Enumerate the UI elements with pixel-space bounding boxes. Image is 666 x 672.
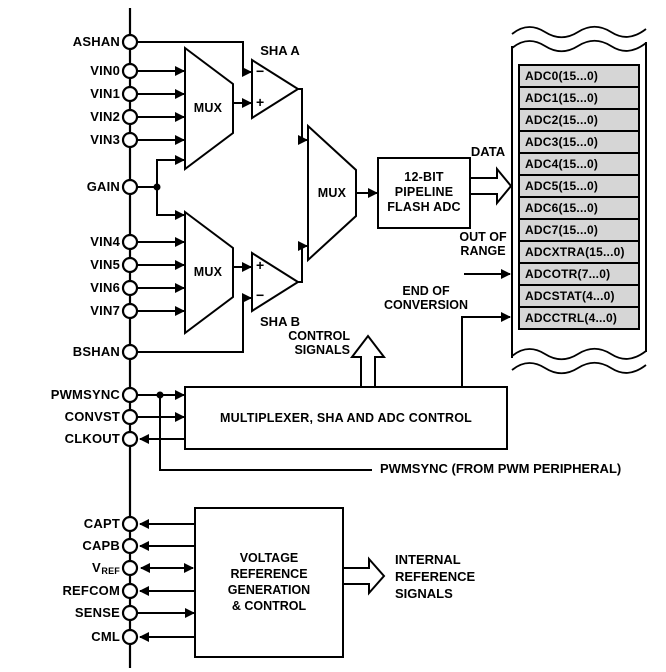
pwmsync-junction-dot <box>156 391 164 399</box>
data-bus-arrow <box>469 166 513 206</box>
pin-label-vref-sub: REF <box>101 566 120 576</box>
pwmsync-note-label: PWMSYNC (FROM PWM PERIPHERAL) <box>380 461 622 476</box>
pin-circle-vin1 <box>121 85 139 103</box>
mux-b-label: MUX <box>193 265 223 279</box>
register-adcxtra: ADCXTRA(15...0) <box>518 240 640 264</box>
pin-circle-capt <box>121 515 139 533</box>
pin-label-cml: CML <box>91 629 120 644</box>
register-adc6: ADC6(15...0) <box>518 196 640 220</box>
sha-a-amplifier-shape <box>251 58 300 120</box>
pin-circle-capb <box>121 537 139 555</box>
sha-b-amplifier-shape <box>251 251 300 313</box>
adc-block-label: 12-BIT PIPELINE FLASH ADC <box>387 170 461 214</box>
wire-bshan <box>137 293 252 353</box>
pin-label-vin2: VIN2 <box>90 109 120 124</box>
control-block-shape <box>184 386 508 450</box>
pin-label-vin0: VIN0 <box>90 63 120 78</box>
pin-label-vin6: VIN6 <box>90 280 120 295</box>
mux-a-label: MUX <box>193 101 223 115</box>
mux-a-shape <box>184 46 234 171</box>
pin-label-pwmsync: PWMSYNC <box>50 387 120 402</box>
internal-reference-arrow <box>342 556 386 596</box>
voltage-ref-block-label: VOLTAGE REFERENCE GENERATION & CONTROL <box>227 551 311 613</box>
pin-label-refcom: REFCOM <box>62 583 120 598</box>
control-block-label: MULTIPLEXER, SHA AND ADC CONTROL <box>220 411 472 425</box>
register-adc1: ADC1(15...0) <box>518 86 640 110</box>
pin-circle-vin2 <box>121 108 139 126</box>
pin-label-capt: CAPT <box>83 516 120 531</box>
mux-c-shape <box>307 123 357 263</box>
pin-circle-sense <box>121 604 139 622</box>
pin-circle-ashan <box>121 33 139 51</box>
register-adc0: ADC0(15...0) <box>518 64 640 88</box>
register-file-torn-edge-top-outer <box>511 25 647 39</box>
pin-label-sense: SENSE <box>74 605 120 620</box>
pin-label-vin1: VIN1 <box>90 86 120 101</box>
register-adc5: ADC5(15...0) <box>518 174 640 198</box>
wire-gain-to-mux-b <box>156 187 185 220</box>
pin-circle-refcom <box>121 582 139 600</box>
register-file-torn-edge-top-inner <box>511 39 647 53</box>
sha-a-minus-sign: − <box>256 63 265 79</box>
register-adc7: ADC7(15...0) <box>518 218 640 242</box>
control-signals-arrow <box>349 334 387 388</box>
register-file: ADC0(15...0) ADC1(15...0) ADC2(15...0) A… <box>518 64 640 330</box>
pin-label-bshan: BSHAN <box>72 344 120 359</box>
pin-circle-bshan <box>121 343 139 361</box>
pin-circle-vin0 <box>121 62 139 80</box>
mux-b-shape <box>184 210 234 335</box>
pin-circle-vin4 <box>121 233 139 251</box>
gain-junction-dot <box>153 183 161 191</box>
mux-c-label: MUX <box>317 186 347 200</box>
internal-reference-label: INTERNAL REFERENCE SIGNALS <box>395 552 476 601</box>
pin-label-vin7: VIN7 <box>90 303 120 318</box>
pin-label-vref-base: V <box>92 560 101 575</box>
register-file-torn-edge-bottom-outer <box>511 361 647 375</box>
pin-label-ashan: ASHAN <box>72 34 120 49</box>
sha-b-plus-sign: + <box>256 257 265 273</box>
pin-circle-vin6 <box>121 279 139 297</box>
wire-end-of-conversion <box>461 312 511 387</box>
register-adc3: ADC3(15...0) <box>518 130 640 154</box>
wire-sha-a-to-mux-c <box>298 88 308 145</box>
pin-circle-vin7 <box>121 302 139 320</box>
wire-ashan <box>137 41 252 77</box>
pin-circle-vin3 <box>121 131 139 149</box>
sha-a-plus-sign: + <box>256 94 265 110</box>
wire-gain-to-mux-a <box>156 155 185 187</box>
pin-circle-pwmsync <box>121 386 139 404</box>
sha-a-label: SHA A <box>260 43 300 58</box>
pin-label-clkout: CLKOUT <box>64 431 120 446</box>
register-adcstat: ADCSTAT(4...0) <box>518 284 640 308</box>
pin-circle-gain <box>121 178 139 196</box>
data-label: DATA <box>470 144 506 159</box>
register-adcotr: ADCOTR(7...0) <box>518 262 640 286</box>
pin-label-convst: CONVST <box>64 409 120 424</box>
control-signals-label: CONTROL SIGNALS <box>288 329 350 357</box>
register-adcctrl: ADCCTRL(4...0) <box>518 306 640 330</box>
out-of-range-label: OUT OF RANGE <box>459 230 507 258</box>
register-adc2: ADC2(15...0) <box>518 108 640 132</box>
sha-b-minus-sign: − <box>256 287 265 303</box>
wire-sha-b-to-mux-c <box>298 241 308 283</box>
pin-label-capb: CAPB <box>82 538 120 553</box>
wire-pwmsync-branch <box>159 395 372 471</box>
pin-label-vin5: VIN5 <box>90 257 120 272</box>
end-of-conversion-label: END OF CONVERSION <box>383 284 469 312</box>
pin-circle-vref <box>121 559 139 577</box>
pin-label-vin4: VIN4 <box>90 234 120 249</box>
register-file-torn-edge-bottom-inner <box>511 347 647 361</box>
sha-b-label: SHA B <box>260 314 300 329</box>
register-adc4: ADC4(15...0) <box>518 152 640 176</box>
pin-circle-cml <box>121 628 139 646</box>
pin-label-gain: GAIN <box>86 179 120 194</box>
voltage-ref-block-shape <box>194 507 344 658</box>
pin-label-vref: VREF <box>0 559 120 580</box>
pin-circle-clkout <box>121 430 139 448</box>
pin-circle-convst <box>121 408 139 426</box>
pin-circle-vin5 <box>121 256 139 274</box>
pin-label-vin3: VIN3 <box>90 132 120 147</box>
